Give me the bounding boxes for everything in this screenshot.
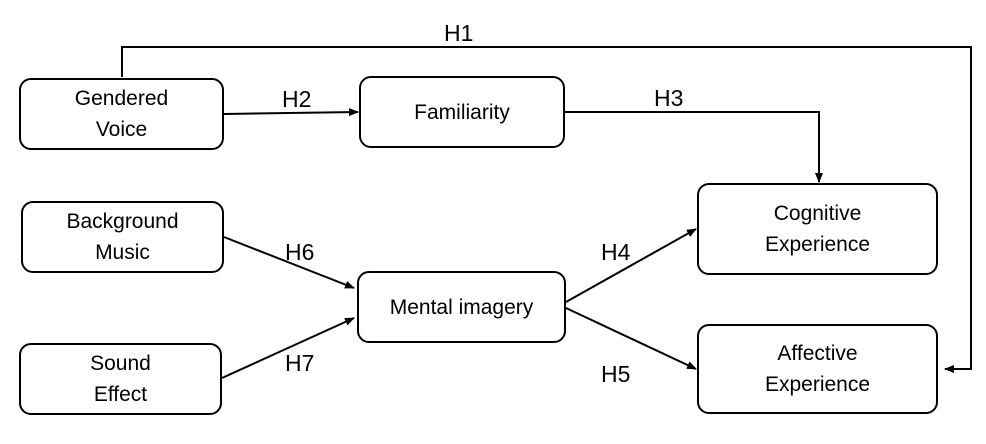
node-label-line: Familiarity <box>414 100 510 124</box>
node-label-line: Mental imagery <box>389 295 534 319</box>
edge-h1 <box>121 46 972 373</box>
edge-label-h7: H7 <box>285 350 315 376</box>
edge-label-h6: H6 <box>285 239 315 265</box>
edge-h4 <box>565 228 697 303</box>
edge-label-h1: H1 <box>444 20 474 46</box>
node-label-line: Background <box>66 210 179 233</box>
node-familiarity: Familiarity <box>359 76 565 148</box>
edge-h5 <box>565 307 697 370</box>
edge-h3 <box>565 111 823 183</box>
edge-h2 <box>223 108 359 117</box>
edge-label-h5: H5 <box>601 361 631 387</box>
edge-label-h2: H2 <box>282 86 312 112</box>
node-label-line: Music <box>95 241 150 264</box>
node-label-line: Sound <box>90 352 151 375</box>
edge-label-h3: H3 <box>654 85 684 111</box>
node-label-line: Experience <box>764 373 871 396</box>
edge-label-h4: H4 <box>601 239 631 265</box>
node-label-line: Affective <box>777 342 858 365</box>
node-label-line: Cognitive <box>773 202 862 225</box>
node-mental-imagery: Mental imagery <box>357 271 566 343</box>
edge-h7 <box>221 317 355 379</box>
edge-h6 <box>223 236 355 289</box>
node-label-line: Experience <box>764 233 871 256</box>
node-label-line: Gendered <box>74 87 169 110</box>
node-label-line: Voice <box>95 118 148 141</box>
node-label-line: Effect <box>93 383 148 406</box>
